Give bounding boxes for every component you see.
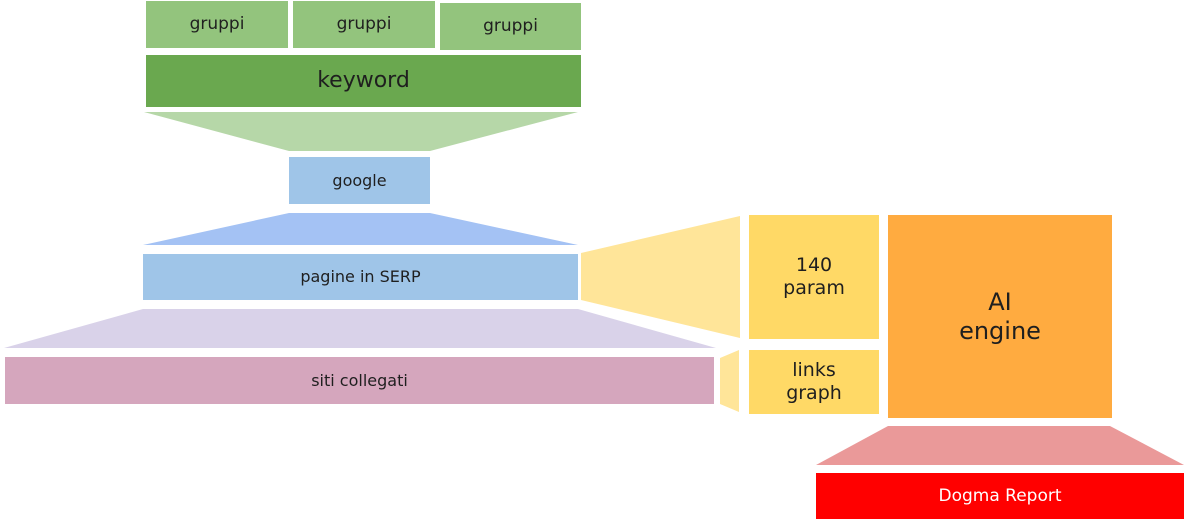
linked-sites-box: siti collegati (5, 357, 714, 404)
google-funnel (143, 213, 578, 245)
params-count: 140 (795, 254, 833, 277)
links-graph-box: links graph (749, 350, 879, 414)
serp-box: pagine in SERP (143, 254, 578, 300)
serp-funnel (4, 309, 716, 348)
keyword-funnel (144, 112, 578, 151)
group-box-1: gruppi (146, 1, 288, 48)
links-connector (720, 350, 739, 412)
group-label: gruppi (336, 14, 392, 35)
ai-engine-line1: AI (988, 287, 1012, 316)
links-graph-line1: links (792, 359, 836, 382)
report-label: Dogma Report (938, 485, 1062, 506)
report-box: Dogma Report (816, 473, 1184, 519)
linked-sites-label: siti collegati (311, 370, 408, 390)
group-label: gruppi (189, 14, 245, 35)
ai-engine-line2: engine (959, 316, 1041, 345)
links-graph-line2: graph (786, 382, 842, 404)
ai-engine-box: AI engine (888, 215, 1112, 418)
report-funnel (816, 426, 1184, 465)
group-label: gruppi (483, 16, 538, 37)
serp-label: pagine in SERP (300, 267, 421, 287)
keyword-label: keyword (317, 67, 410, 93)
params-label: param (783, 277, 845, 299)
group-box-2: gruppi (293, 1, 435, 48)
google-label: google (332, 170, 387, 190)
google-box: google (289, 157, 430, 204)
keyword-box: keyword (146, 55, 581, 107)
params-connector (581, 216, 740, 338)
params-box: 140 param (749, 215, 879, 339)
group-box-3: gruppi (440, 3, 581, 50)
